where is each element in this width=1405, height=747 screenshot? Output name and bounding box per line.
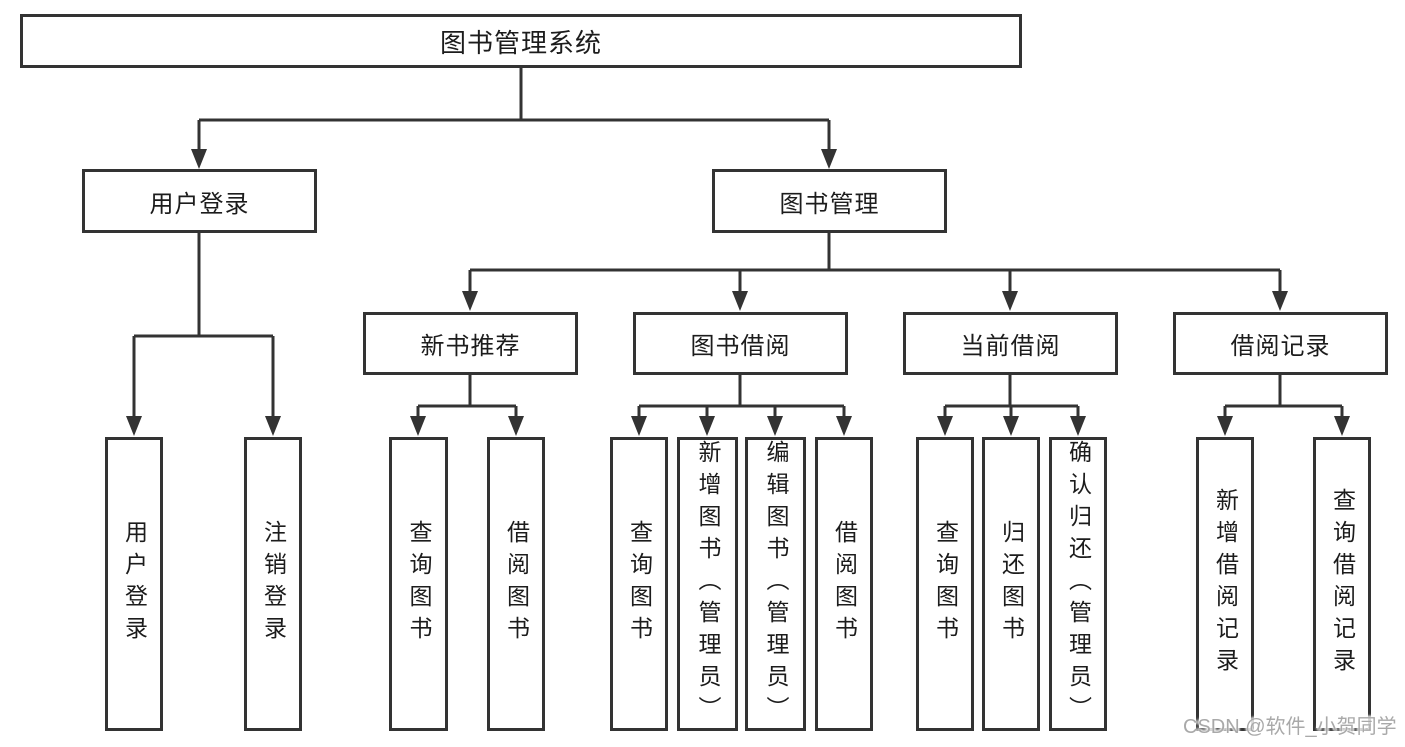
connector-arrow: [767, 416, 783, 436]
connector-user-login-subtree: [126, 233, 281, 436]
connector-arrow: [1272, 291, 1288, 311]
leaf-confirm-return-admin: 确认归还（管理员）: [1049, 437, 1107, 731]
leaf-query-borrow-record: 查询借阅记录: [1313, 437, 1371, 731]
connector-arrow: [937, 416, 953, 436]
connector-arrow: [1334, 416, 1350, 436]
node-user-login: 用户登录: [82, 169, 317, 233]
leaf-label: 查询借阅记录: [1329, 488, 1356, 680]
node-book-borrow: 图书借阅: [633, 312, 848, 375]
node-borrow-records: 借阅记录: [1173, 312, 1388, 375]
leaf-label: 注销登录: [260, 520, 287, 648]
leaf-logout: 注销登录: [244, 437, 302, 731]
connector-arrow: [732, 291, 748, 311]
connector-arrow: [410, 416, 426, 436]
connector-arrow: [1003, 416, 1019, 436]
connector-arrow: [1217, 416, 1233, 436]
connector-root-to-level2: [191, 68, 837, 169]
leaf-recommend-query-books: 查询图书: [389, 437, 448, 731]
connector-arrow: [699, 416, 715, 436]
connector-arrow: [821, 149, 837, 169]
connector-arrow: [1070, 416, 1086, 436]
leaf-label: 借阅图书: [503, 520, 530, 648]
leaf-add-borrow-record: 新增借阅记录: [1196, 437, 1254, 731]
leaf-edit-books-admin: 编辑图书（管理员）: [745, 437, 806, 731]
leaf-label: 新增借阅记录: [1212, 488, 1239, 680]
leaf-recommend-borrow-books: 借阅图书: [487, 437, 545, 731]
node-current-borrow: 当前借阅: [903, 312, 1118, 375]
leaf-borrow-query-books: 查询图书: [610, 437, 668, 731]
connector-arrow: [265, 416, 281, 436]
connector-new-book-subtree: [410, 375, 524, 436]
leaf-add-books-admin: 新增图书（管理员）: [677, 437, 738, 731]
connector-book-borrow-subtree: [631, 375, 852, 436]
leaf-label: 新增图书（管理员）: [695, 440, 721, 728]
connector-arrow: [631, 416, 647, 436]
leaf-label: 借阅图书: [831, 520, 858, 648]
leaf-current-query-books: 查询图书: [916, 437, 974, 731]
connector-arrow: [126, 416, 142, 436]
leaf-user-login: 用户登录: [105, 437, 163, 731]
connector-arrow: [508, 416, 524, 436]
connector-arrow: [462, 291, 478, 311]
leaf-label: 归还图书: [998, 520, 1025, 648]
leaf-borrow-books: 借阅图书: [815, 437, 873, 731]
leaf-label: 查询图书: [932, 520, 959, 648]
connector-book-mgmt-to-level3: [462, 233, 1288, 311]
node-book-mgmt: 图书管理: [712, 169, 947, 233]
csdn-watermark: CSDN @软件_小贺同学: [1183, 716, 1397, 738]
connector-arrow: [1002, 291, 1018, 311]
leaf-label: 查询图书: [626, 520, 653, 648]
connector-current-borrow-subtree: [937, 375, 1086, 436]
leaf-label: 确认归还（管理员）: [1065, 440, 1092, 728]
connector-arrow: [191, 149, 207, 169]
leaf-label: 查询图书: [406, 520, 432, 648]
connector-arrow: [836, 416, 852, 436]
leaf-label: 用户登录: [121, 520, 148, 648]
node-library-system: 图书管理系统: [20, 14, 1022, 68]
leaf-label: 编辑图书（管理员）: [763, 440, 789, 728]
connector-borrow-records-subtree: [1217, 375, 1350, 436]
leaf-return-books: 归还图书: [982, 437, 1040, 731]
node-new-book-recommend: 新书推荐: [363, 312, 578, 375]
